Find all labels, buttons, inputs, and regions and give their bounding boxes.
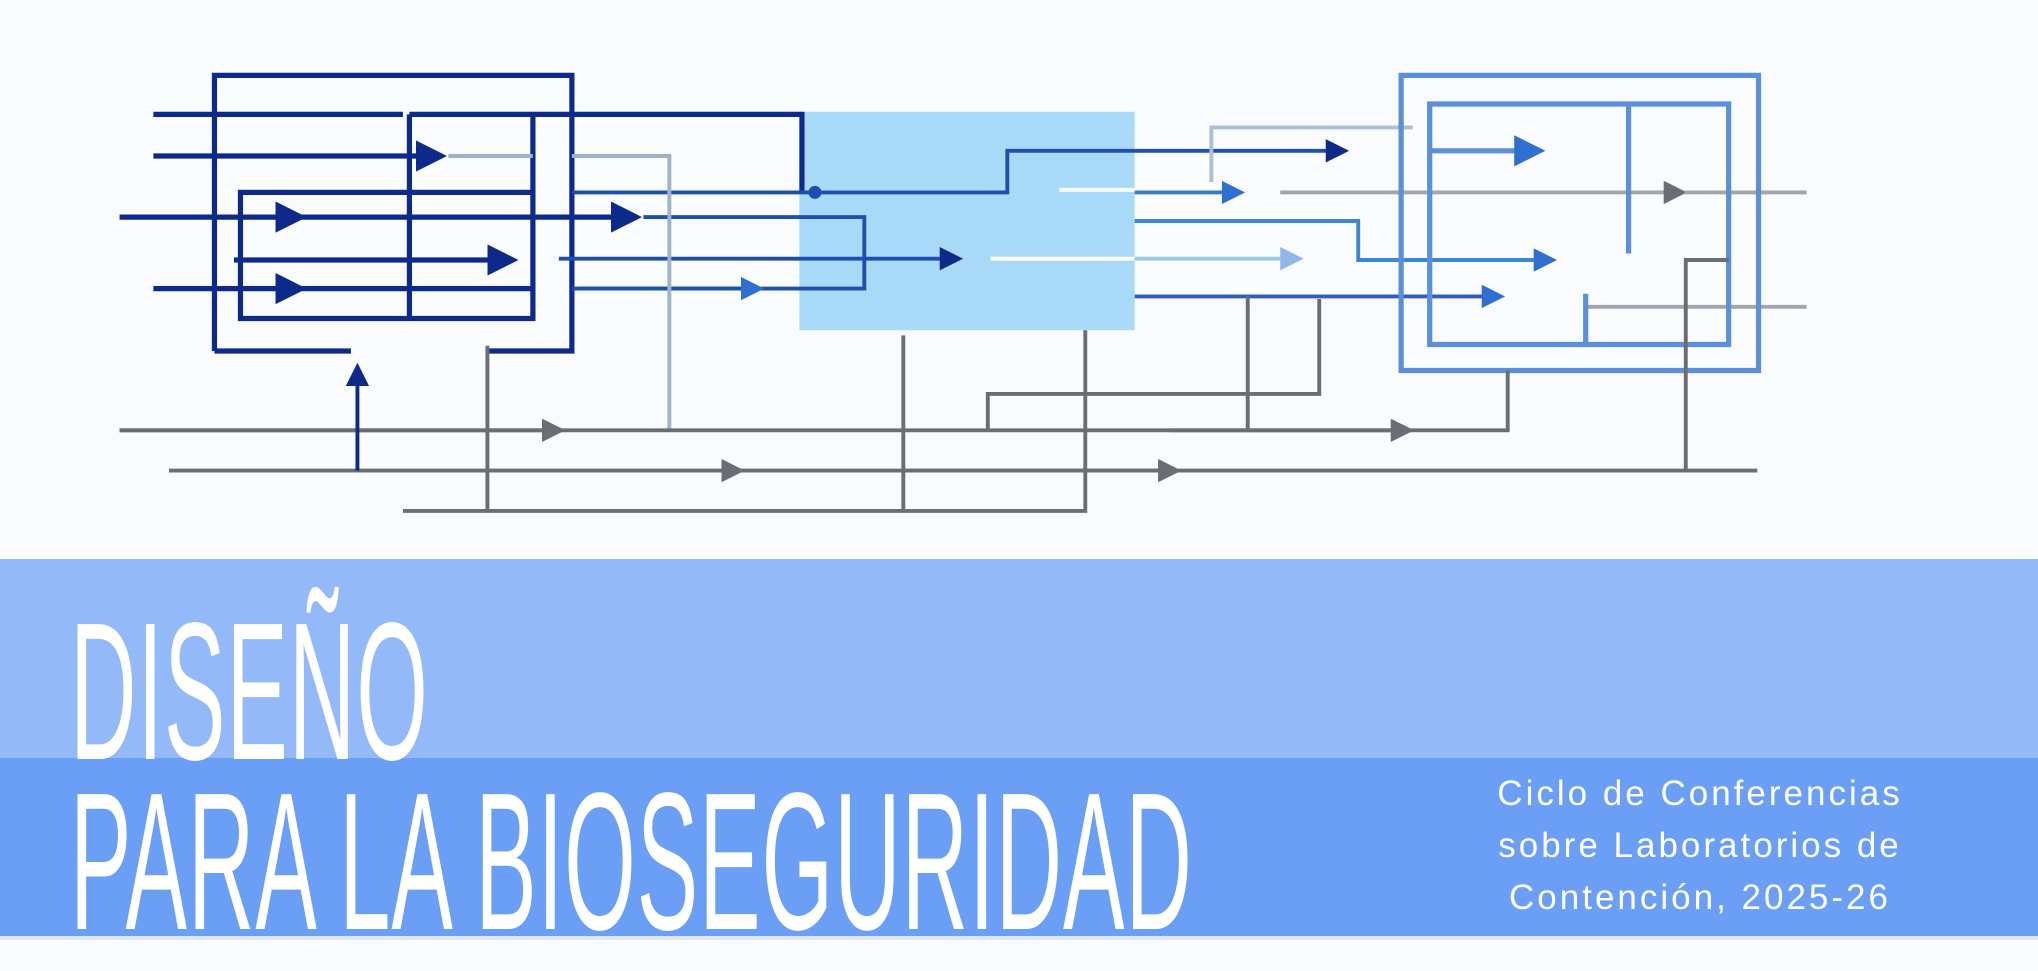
bottom-edge [0, 936, 2038, 940]
subtitle-line-1: Ciclo de Conferencias [1497, 774, 1903, 813]
central-process-block [799, 111, 1135, 331]
biosafety-flow-diagram [119, 72, 1807, 513]
title-line-1: DISEÑO [70, 582, 429, 801]
subtitle-line-2: sobre Laboratorios de [1498, 826, 1902, 865]
title-line-2: PARA LA BIOSEGURIDAD [70, 752, 1193, 971]
subtitle-line-3: Contención, 2025-26 [1509, 878, 1891, 917]
event-subtitle: Ciclo de Conferencias sobre Laboratorios… [1440, 768, 1960, 924]
right-containment-box [1398, 72, 1762, 374]
title-band-light [0, 559, 2038, 758]
title-band-dark [0, 758, 2038, 936]
